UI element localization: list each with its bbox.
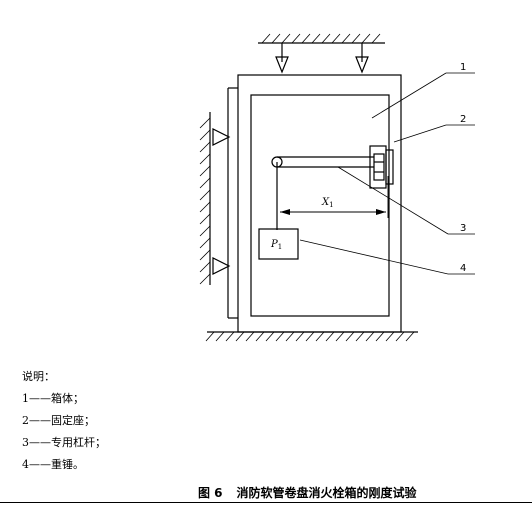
figure-caption: 图 6 消防软管卷盘消火栓箱的刚度试验 [198, 484, 417, 501]
top-fixture [258, 33, 385, 62]
floor [205, 331, 418, 342]
top-clamp-right-icon [355, 56, 369, 74]
side-clamp-lower-icon [212, 257, 231, 275]
legend-item-3: 3——专用杠杆； [22, 436, 106, 449]
legend-item-4: 4——重锤。 [22, 458, 84, 471]
special-lever [271, 156, 374, 230]
figure-number: 图 6 [198, 486, 223, 500]
legend-heading: 说明： [22, 370, 55, 383]
callout-2: 2 [460, 114, 466, 125]
cabinet-box [227, 74, 402, 333]
side-clamp-upper-icon [212, 128, 231, 146]
figure-title: 消防软管卷盘消火栓箱的刚度试验 [236, 486, 417, 500]
callout-1: 1 [460, 62, 466, 73]
legend-item-2: 2——固定座； [22, 414, 95, 427]
weight-label: P1 [270, 239, 282, 251]
legend-item-1: 1——箱体； [22, 392, 84, 405]
dimension-label: X1 [321, 197, 334, 209]
weight-block [258, 228, 299, 260]
caption-rule [0, 502, 532, 503]
left-wall-fixture [199, 112, 211, 285]
callout-3: 3 [460, 223, 466, 234]
dimension-x1 [280, 176, 389, 218]
leader-lines [299, 72, 475, 275]
top-clamp-left-icon [275, 56, 289, 74]
legend: 说明： 1——箱体； 2——固定座； 3——专用杠杆； 4——重锤。 [22, 366, 106, 476]
callout-4: 4 [460, 263, 466, 274]
rigidity-test-diagram: X1 P1 1 2 3 4 [199, 33, 475, 342]
